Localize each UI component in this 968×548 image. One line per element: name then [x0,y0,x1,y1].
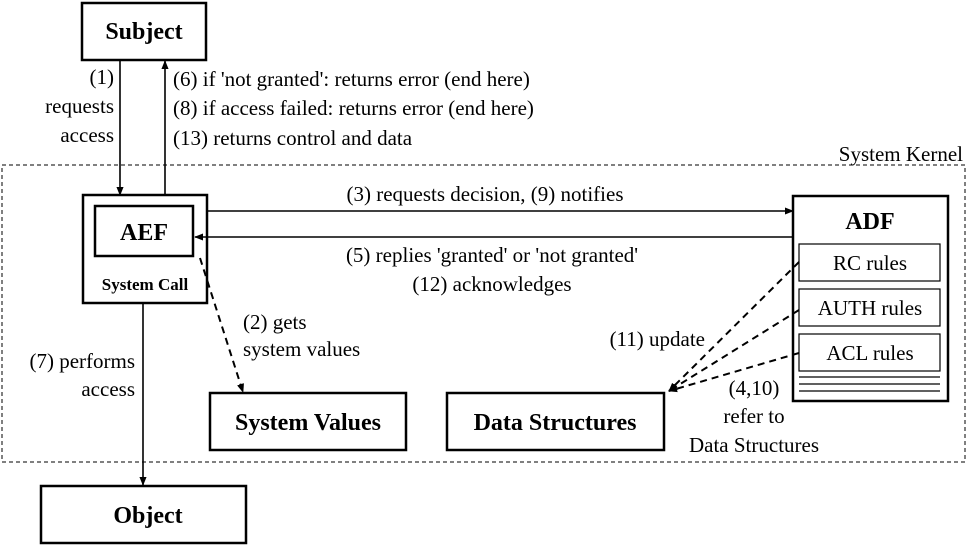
aef-label: AEF [120,220,168,246]
object-label: Object [113,503,182,529]
step4-10-line2: refer to [723,404,784,428]
step11-label: (11) update [610,327,705,351]
auth-rules-ref-arrow [668,309,800,392]
step5-label: (5) replies 'granted' or 'not granted' [346,243,638,267]
step7-line1: (7) performs [29,349,135,373]
auth-rules-box [798,288,941,327]
subject-label: Subject [105,19,182,45]
return-line3: (13) returns control and data [173,126,413,150]
aef-box [93,204,195,258]
system-values-box [208,391,408,452]
rc-rules-ref-arrow [668,261,800,392]
return-line2: (8) if access failed: returns error (end… [173,96,534,120]
data-structures-label: Data Structures [474,410,637,436]
adf-label: ADF [845,209,894,235]
return-line1: (6) if 'not granted': returns error (end… [173,67,530,91]
system-call-label: System Call [102,275,189,294]
step4-10-line1: (4,10) [729,376,780,400]
step2-line2: system values [243,337,360,361]
acl-rules-box [798,333,941,372]
step4-10-line3: Data Structures [689,433,819,457]
step1-line1: (1) [90,65,115,89]
auth-rules-label: AUTH rules [818,296,922,320]
step1-line2: requests [45,94,114,118]
step3-9-label: (3) requests decision, (9) notifies [346,182,623,206]
subject-box [80,1,208,62]
step7-line2: access [81,377,135,401]
rc-rules-label: RC rules [833,251,907,275]
acl-rules-ref-arrow [668,352,800,393]
system-kernel-label: System Kernel [839,142,963,166]
acl-rules-label: ACL rules [826,341,913,365]
step12-label: (12) acknowledges [412,272,571,296]
data-structures-box [445,391,666,452]
system-values-label: System Values [235,410,381,436]
object-box [39,484,248,545]
step2-line1: (2) gets [243,310,307,334]
step1-line3: access [60,123,114,147]
